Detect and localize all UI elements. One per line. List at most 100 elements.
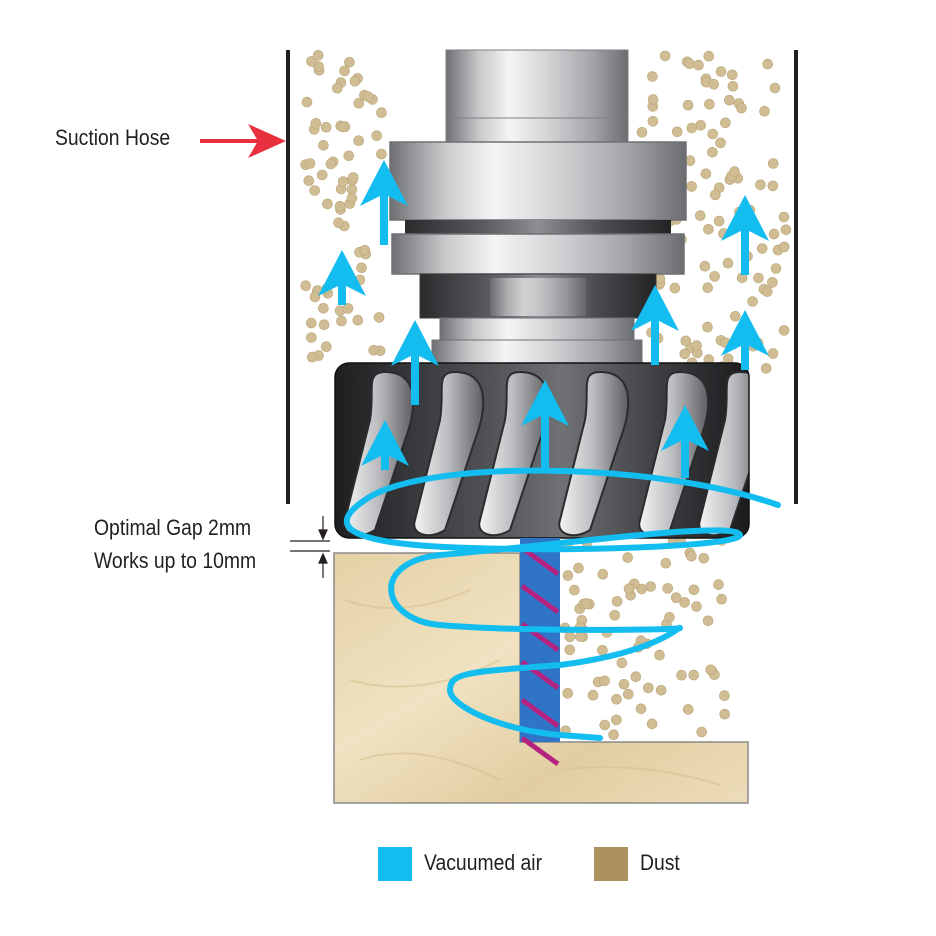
- dust-particle: [611, 596, 623, 607]
- bit-helix-stripe: [520, 735, 560, 767]
- dust-particle: [778, 211, 790, 223]
- dust-particle: [696, 726, 708, 738]
- dust-particle: [562, 570, 574, 581]
- gap-dimension-marks: [290, 516, 330, 578]
- air-up-arrow: [391, 320, 439, 405]
- dust-particle: [699, 260, 711, 272]
- dust-particle: [356, 262, 367, 274]
- air-up-arrow: [318, 250, 366, 305]
- dust-particle: [709, 189, 721, 201]
- dust-particle: [642, 682, 654, 694]
- air-up-arrow: [721, 195, 769, 275]
- bit-helix-stripe: [520, 545, 560, 577]
- dust-particle: [301, 96, 313, 108]
- dust-particle: [686, 181, 697, 192]
- dust-particle: [647, 71, 658, 82]
- dust-particle: [611, 714, 622, 726]
- dust-particle: [727, 81, 739, 92]
- dust-particle: [609, 609, 621, 621]
- dust-particle: [306, 56, 317, 67]
- dust-particle: [645, 581, 657, 592]
- dust-particle: [670, 592, 682, 604]
- dust-particle: [599, 719, 611, 731]
- dust-particle: [705, 664, 717, 676]
- dust-particle: [371, 130, 383, 141]
- dust-particle: [303, 175, 315, 186]
- dust-particle: [347, 172, 359, 183]
- dust-particle: [353, 97, 365, 109]
- dust-particle: [574, 631, 586, 642]
- dust-particle: [647, 116, 659, 127]
- dust-particle: [587, 689, 599, 701]
- wood-grain: [344, 589, 721, 786]
- dust-particle: [564, 631, 576, 643]
- router-bit: [520, 538, 560, 767]
- dust-particle: [655, 684, 667, 696]
- flute: [698, 370, 749, 537]
- dust-particle: [755, 179, 766, 191]
- dust-particle: [316, 169, 328, 181]
- dust-particle: [630, 671, 642, 683]
- dust-particle: [304, 158, 316, 169]
- dust-particle: [376, 148, 387, 160]
- dust-particle: [704, 99, 715, 110]
- dust-particle: [684, 58, 695, 70]
- dust-particle: [353, 135, 365, 146]
- dust-particle: [682, 99, 694, 111]
- air-up-arrow: [360, 160, 408, 245]
- works-up-to-label: Works up to 10mm: [94, 548, 257, 573]
- dust-particle: [599, 675, 610, 687]
- dust-particle: [691, 601, 702, 612]
- dust-particle: [339, 65, 350, 77]
- dust-particle: [688, 669, 700, 681]
- dust-particle: [703, 50, 715, 62]
- dust-particle: [716, 593, 727, 605]
- dust-particle: [362, 91, 374, 102]
- dust-particle: [700, 168, 712, 180]
- dust-particle: [676, 669, 687, 681]
- dust-particle: [320, 121, 332, 133]
- dust-particle: [318, 140, 329, 151]
- dust-particle: [654, 649, 665, 661]
- dust-particle: [325, 158, 337, 170]
- dust-particle: [713, 579, 724, 590]
- dust-particle: [723, 94, 735, 106]
- dust-particle: [573, 562, 584, 574]
- dust-particle: [664, 611, 675, 623]
- dust-particle: [761, 286, 773, 297]
- optimal-gap-label: Optimal Gap 2mm: [94, 515, 252, 540]
- dust-particle: [312, 49, 324, 61]
- dust-particle: [309, 291, 321, 303]
- dust-particle: [337, 176, 349, 187]
- dust-particle: [679, 597, 690, 608]
- dust-particle: [310, 118, 322, 129]
- dust-particle: [702, 615, 714, 627]
- dust-particle: [333, 217, 344, 229]
- dust-particle: [368, 344, 380, 356]
- dust-particle: [647, 94, 659, 105]
- dust-particle: [646, 718, 658, 730]
- air-up-arrow: [661, 405, 709, 478]
- dust-particle: [715, 66, 727, 77]
- dust-particle: [759, 105, 770, 117]
- dust-particle: [688, 584, 700, 596]
- dust-particle: [359, 245, 371, 256]
- dust-particle: [768, 228, 780, 240]
- air-up-arrow: [361, 420, 409, 470]
- dust-particle: [597, 644, 608, 656]
- dust-particle: [352, 314, 364, 326]
- dust-particle: [346, 192, 358, 204]
- dust-particle: [770, 263, 782, 274]
- air-up-arrow: [631, 285, 679, 365]
- dust-particle: [726, 69, 738, 81]
- vacuumed-air-spiral: [343, 467, 781, 741]
- dust-particle: [769, 82, 781, 94]
- dust-particle: [707, 147, 718, 158]
- dust-particle: [336, 315, 347, 327]
- bit-helix-stripe: [520, 583, 560, 615]
- dust-particle: [616, 657, 628, 669]
- dust-particle: [760, 363, 772, 374]
- suction-hose-label: Suction Hose: [55, 125, 171, 150]
- dust-particle: [659, 50, 671, 62]
- dust-particle: [343, 150, 355, 162]
